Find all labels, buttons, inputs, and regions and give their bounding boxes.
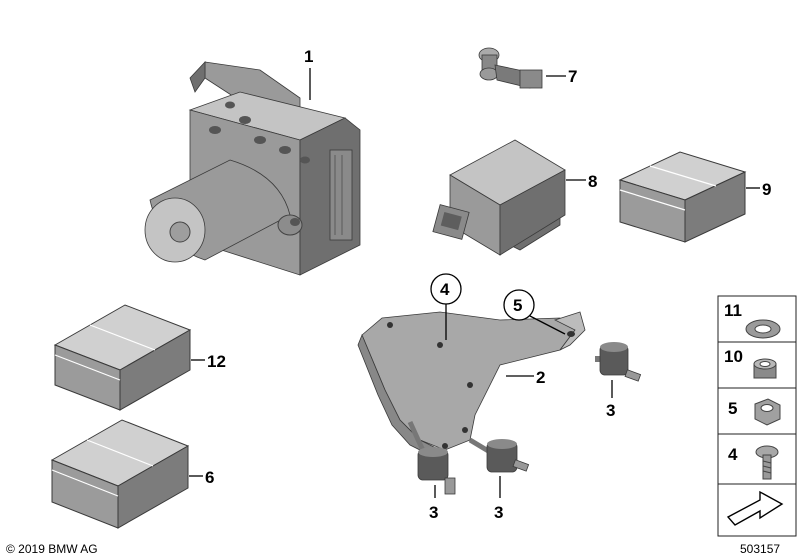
callout-3c: 3 (494, 503, 503, 522)
box-part-6[interactable] (50, 419, 190, 529)
callout-9: 9 (762, 180, 771, 199)
rubber-mount-a[interactable] (595, 342, 642, 382)
diagram-id: 503157 (740, 542, 780, 556)
callout-3a: 3 (606, 401, 615, 420)
legend-cell-4[interactable] (717, 433, 797, 485)
callout-7: 7 (568, 67, 577, 86)
callout-4: 4 (440, 280, 450, 299)
legend-number-4: 4 (728, 445, 738, 464)
callout-12: 12 (207, 352, 226, 371)
legend-number-5: 5 (728, 399, 737, 418)
callout-5-circle (503, 289, 535, 321)
rubber-mount-c[interactable] (468, 437, 530, 473)
torx-bolt-icon (755, 445, 779, 480)
bushing-icon (753, 358, 777, 379)
legend-column: 11 10 5 4 (717, 295, 797, 537)
box-part-9[interactable] (618, 151, 747, 243)
box-part-12[interactable] (53, 304, 192, 411)
sensor-part[interactable] (478, 47, 543, 89)
washer-icon (745, 319, 781, 339)
legend-number-10: 10 (724, 347, 743, 366)
arrow-icon (726, 490, 784, 526)
callout-5: 5 (513, 296, 522, 315)
legend-number-11: 11 (724, 301, 742, 320)
hex-nut-icon (754, 398, 781, 426)
copyright-text: © 2019 BMW AG (6, 542, 98, 556)
bracket-part[interactable] (357, 311, 586, 456)
abs-hydraulic-unit[interactable] (144, 60, 361, 276)
callout-1: 1 (304, 47, 313, 66)
callout-8: 8 (588, 172, 597, 191)
rubber-mount-b[interactable] (407, 420, 456, 495)
callout-2: 2 (536, 368, 545, 387)
callout-3b: 3 (429, 503, 438, 522)
leader-5 (529, 315, 566, 335)
callout-6: 6 (205, 468, 214, 487)
control-unit-part[interactable] (432, 139, 566, 256)
